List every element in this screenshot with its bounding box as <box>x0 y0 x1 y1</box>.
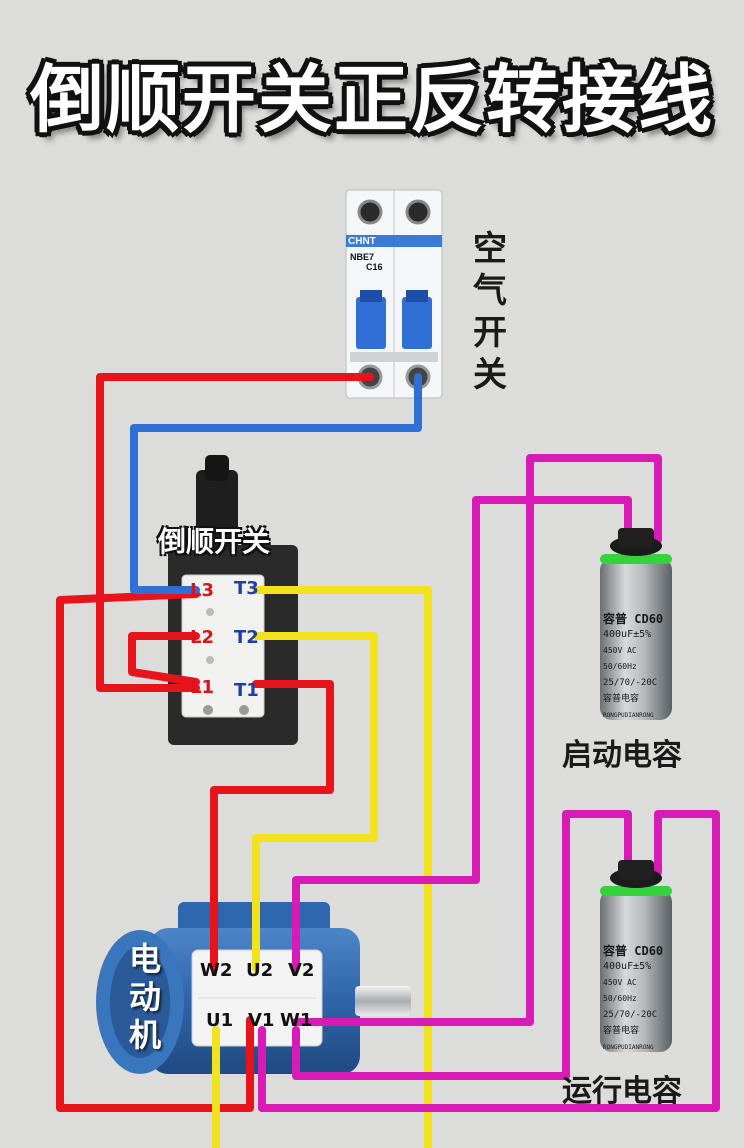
start-cap-print: 容普 CD60 400uF±5% 450V AC 50/60Hz 25/70/-… <box>603 612 671 723</box>
wire-magenta-v2-startcap <box>292 496 632 972</box>
wire-magenta-w1-startcap <box>292 454 662 1026</box>
wire-magenta-runcap-a <box>292 810 632 1080</box>
start-cap-capacitance: 400uF±5% <box>603 629 652 640</box>
start-cap-name: 容普电容 <box>603 694 640 704</box>
wire-yellow-t3 <box>252 586 432 1148</box>
run-cap-name: 容普电容 <box>603 1026 640 1036</box>
motor-terminal-u1: U1 <box>206 1010 234 1031</box>
wire-yellow-t2-u2 <box>252 632 378 972</box>
wire-red-breaker-l1 <box>96 373 374 692</box>
motor-terminal-w1: W1 <box>280 1010 313 1031</box>
wires <box>56 373 720 1148</box>
terminal-t3: T3 <box>234 578 259 599</box>
run-cap-model: CD60 <box>634 944 664 958</box>
reverse-switch <box>168 455 298 745</box>
start-cap-label: 启动电容 <box>562 738 682 773</box>
wire-blue-breaker-l3 <box>130 373 422 594</box>
breaker-brand: CHNT <box>348 236 376 247</box>
breaker-rating: C16 <box>366 262 383 272</box>
run-cap-voltage: 450V AC 50/60Hz <box>603 978 637 1003</box>
wire-red-t1-w2 <box>210 680 334 972</box>
run-cap-label: 运行电容 <box>562 1074 682 1109</box>
terminal-t2: T2 <box>234 627 259 648</box>
run-cap-pinyin: RONGPUDIANRONG <box>603 1044 654 1051</box>
air-breaker <box>345 189 443 399</box>
breaker-model: NBE7 <box>350 252 375 262</box>
terminal-l1: L1 <box>190 677 214 698</box>
motor-label: 电动机 <box>128 940 161 1054</box>
run-cap-print: 容普 CD60 400uF±5% 450V AC 50/60Hz 25/70/-… <box>603 944 671 1055</box>
motor-terminal-w2: W2 <box>200 960 233 981</box>
start-cap-pinyin: RONGPUDIANRONG <box>603 712 654 719</box>
wire-magenta-runcap-b <box>258 810 720 1112</box>
start-cap-model: CD60 <box>634 612 664 626</box>
terminal-l3: L3 <box>190 580 214 601</box>
terminal-t1: T1 <box>234 680 259 701</box>
run-cap-brand: 容普 <box>603 944 628 958</box>
motor-terminal-v2: V2 <box>288 960 315 981</box>
run-capacitor <box>600 860 672 1052</box>
start-capacitor <box>600 528 672 720</box>
run-cap-temp: 25/70/-20C <box>603 1010 658 1020</box>
switch-label: 倒顺开关 <box>158 525 271 558</box>
run-cap-capacitance: 400uF±5% <box>603 961 652 972</box>
breaker-label: 空气开关 <box>473 229 507 395</box>
page-title: 倒顺开关正反转接线 <box>30 57 714 143</box>
start-cap-brand: 容普 <box>603 612 628 626</box>
start-cap-voltage: 450V AC 50/60Hz <box>603 646 637 671</box>
motor-terminal-v1: V1 <box>248 1010 275 1031</box>
wire-red-l2-loop <box>128 632 200 686</box>
motor-terminal-u2: U2 <box>246 960 274 981</box>
terminal-l2: L2 <box>190 627 214 648</box>
wire-red-l3-motor <box>56 590 254 1112</box>
start-cap-temp: 25/70/-20C <box>603 678 658 688</box>
